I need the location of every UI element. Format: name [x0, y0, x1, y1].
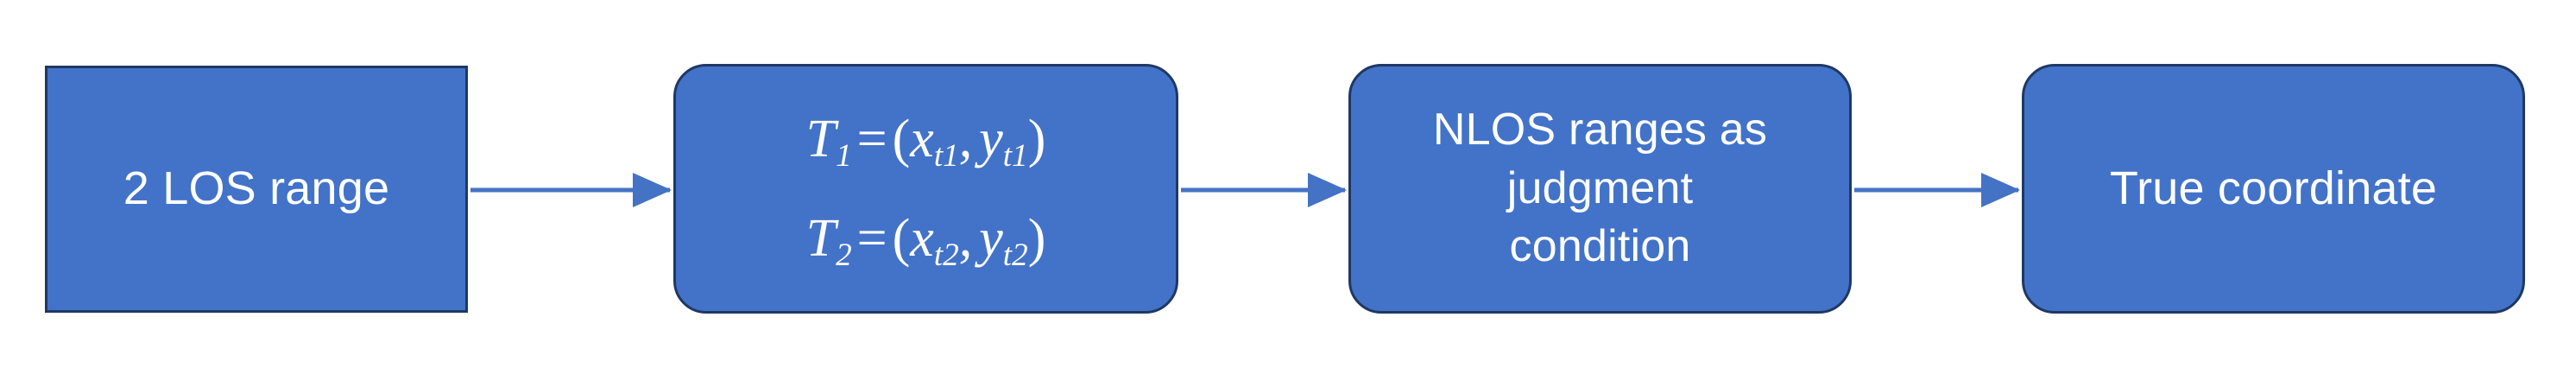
formula-t1-y-var: y [979, 109, 1003, 168]
formula-t2-x-var: x [910, 209, 934, 269]
formula-t1-operator: = [856, 109, 887, 168]
formula-t1-x-var: x [910, 109, 934, 168]
formula-t1-lhs: T [805, 109, 837, 168]
formula-t2-x-sub: t2 [933, 238, 959, 274]
formula-t1-lhs-sub: 1 [836, 137, 852, 174]
formula-t1-close-paren: ) [1027, 109, 1046, 168]
formula-t2-close-paren: ) [1027, 209, 1046, 269]
node-true-coordinate-label: True coordinate [2109, 162, 2438, 214]
formula-t1: T1=(xt1,yt1) [805, 109, 1046, 172]
formula-t2-y-sub: t2 [1002, 238, 1028, 274]
formula-t1-x-sub: t1 [933, 137, 959, 174]
formula-t2-comma: , [958, 209, 973, 269]
formula-t2-y-var: y [979, 209, 1003, 269]
formula-t2-lhs-sub: 2 [836, 238, 852, 274]
formula-t1-comma: , [958, 109, 973, 168]
formula-t2-operator: = [856, 209, 887, 269]
formula-t1-open-paren: ( [892, 109, 911, 168]
formula-t2: T2=(xt2,yt2) [805, 209, 1046, 271]
node-los-range[interactable]: 2 LOS range [45, 66, 468, 313]
node-los-range-label: 2 LOS range [123, 162, 390, 215]
formula-t2-lhs: T [805, 209, 837, 269]
formula-t2-open-paren: ( [892, 209, 911, 269]
node-nlos-judgment-condition[interactable]: NLOS ranges as judgment condition [1348, 64, 1852, 314]
formula-t1-y-sub: t1 [1002, 137, 1028, 174]
node-target-coordinates[interactable]: T1=(xt1,yt1) T2=(xt2,yt2) [673, 64, 1178, 314]
node-nlos-judgment-condition-label: NLOS ranges as judgment condition [1432, 105, 1768, 272]
node-true-coordinate[interactable]: True coordinate [2022, 64, 2525, 314]
